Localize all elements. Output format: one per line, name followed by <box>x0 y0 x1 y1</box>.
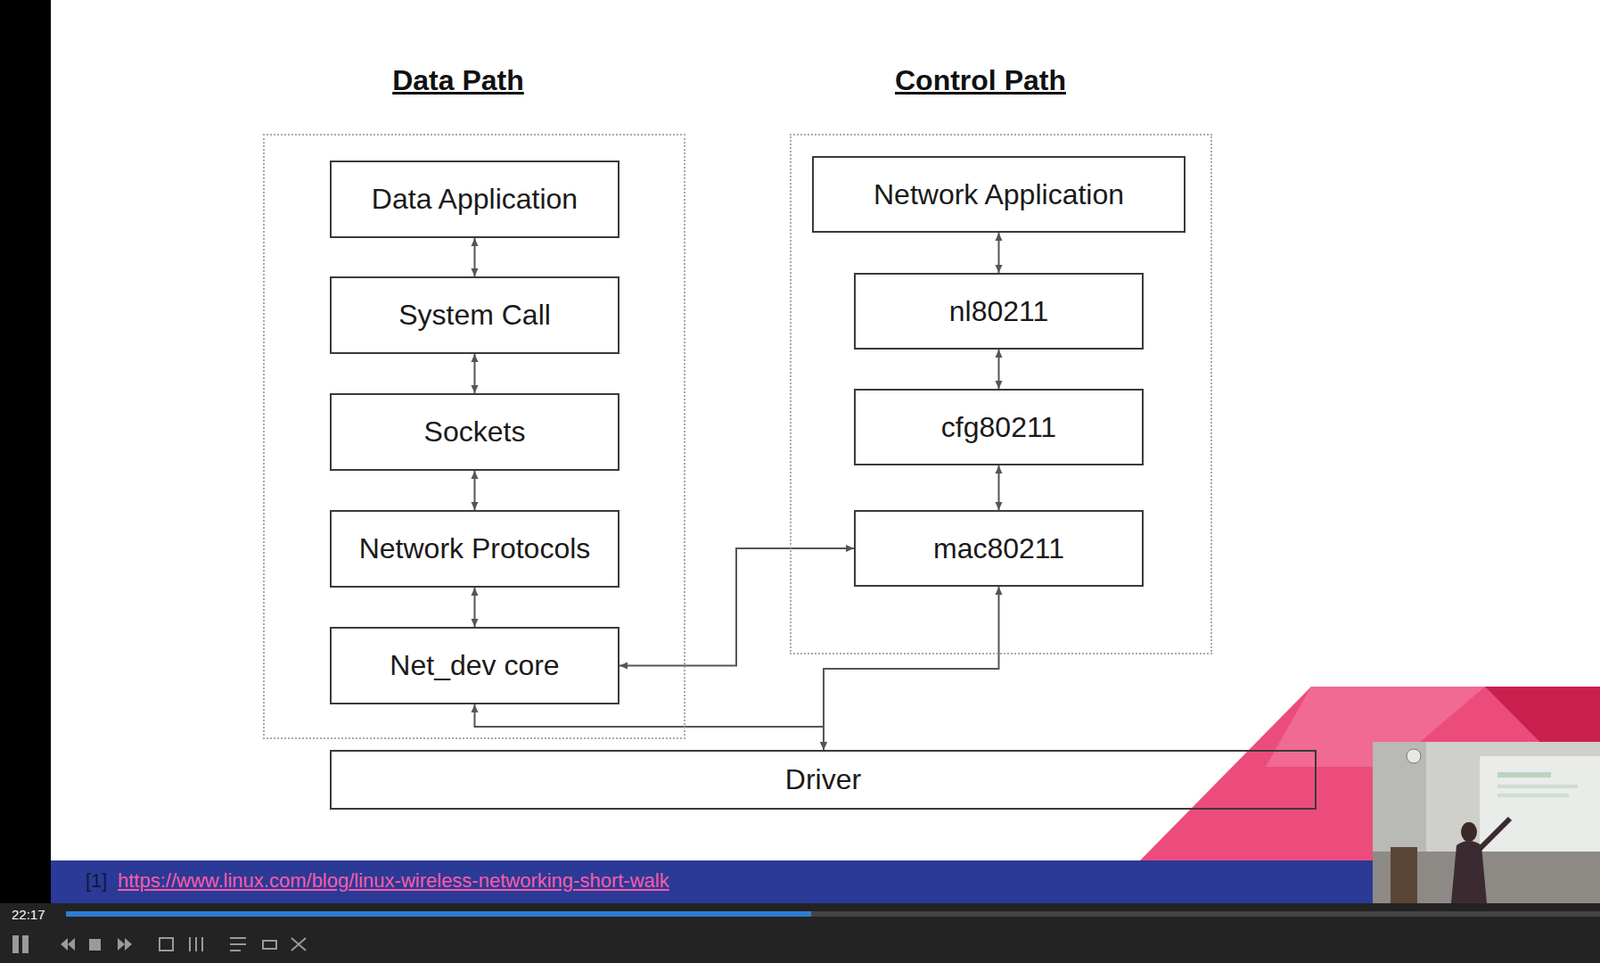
process-box: Data Application <box>329 160 620 238</box>
footer-bar <box>50 860 1600 903</box>
connector-arrow <box>619 548 854 666</box>
box-label: Network Protocols <box>359 532 591 566</box>
player-controls <box>12 935 306 953</box>
box-label: Driver <box>785 763 862 796</box>
progress-track <box>65 910 1600 917</box>
process-box: Network Protocols <box>329 509 620 588</box>
connector-arrow <box>475 704 825 750</box>
pink-decoration <box>1140 686 1600 861</box>
connector-arrow <box>998 465 1001 510</box>
box-label: nl80211 <box>949 295 1050 329</box>
connector-arrow <box>998 349 1001 389</box>
box-label: cfg80211 <box>941 410 1057 444</box>
process-box: cfg80211 <box>853 388 1144 466</box>
connector-arrow <box>823 586 1000 750</box>
box-label: Network Application <box>873 178 1125 212</box>
progress-fill <box>65 910 812 917</box>
time-display: 22:17 <box>11 906 46 922</box>
process-box: mac80211 <box>853 509 1144 587</box>
connector-arrow <box>474 353 476 394</box>
process-box: Network Application <box>812 155 1186 233</box>
group-region: Control PathNetwork Applicationnl80211cf… <box>789 133 1213 655</box>
connector-arrow <box>474 237 476 277</box>
process-box: Driver <box>329 749 1317 810</box>
connector-arrow <box>998 232 1001 273</box>
process-box: System Call <box>329 276 620 354</box>
connector-arrow <box>474 587 476 627</box>
process-box: Sockets <box>329 393 620 471</box>
player-bar <box>0 902 1600 963</box>
box-label: System Call <box>398 298 551 332</box>
box-label: Sockets <box>424 415 526 449</box>
group-region: Data PathData ApplicationSystem CallSock… <box>262 133 686 739</box>
process-box: Net_dev core <box>329 626 620 705</box>
box-label: mac80211 <box>933 532 1065 566</box>
reference-url: https://www.linux.com/blog/linux-wireles… <box>117 869 670 893</box>
process-box: nl80211 <box>853 272 1144 350</box>
webcam-inset <box>1372 741 1600 903</box>
black-side-strip <box>0 0 51 903</box>
box-label: Data Application <box>371 182 578 216</box>
reference-number: [1] <box>85 869 107 893</box>
connector-arrow <box>474 470 476 510</box>
box-label: Net_dev core <box>389 648 559 682</box>
group-title: Control Path <box>894 64 1067 98</box>
group-title: Data Path <box>392 64 525 98</box>
